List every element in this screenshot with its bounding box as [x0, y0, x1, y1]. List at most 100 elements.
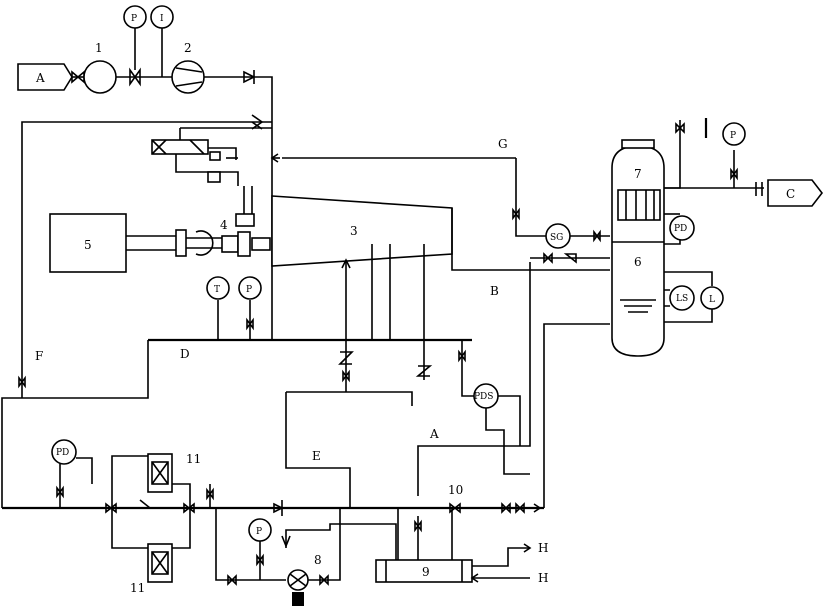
p-pump-circle [248, 518, 272, 542]
valves-bottom-right [501, 502, 525, 514]
label-d: D [180, 347, 190, 361]
label-h-bottom: H [538, 571, 548, 585]
arrow-h-bottom [470, 573, 479, 583]
cylinder-3 [271, 195, 453, 267]
arrow-drop-1 [341, 258, 351, 269]
filter-1-shape [83, 60, 117, 94]
valve-4-bottom [251, 237, 271, 251]
return-arrowhead [270, 153, 279, 163]
valve-pd-filter [56, 485, 64, 499]
label-9: 9 [422, 565, 430, 579]
regulator-box-2 [207, 171, 221, 183]
component-9-group: 9 [375, 559, 473, 583]
valve-f-left [18, 375, 26, 389]
pd-vessel-label: PD [674, 224, 687, 234]
liquid-level [620, 299, 656, 313]
solenoid-valve-block [151, 127, 272, 186]
instrument-sg: SG [545, 223, 571, 249]
valve-pds [458, 349, 466, 363]
line-pds-right [498, 395, 521, 446]
label-1: 1 [95, 41, 103, 55]
arrow-h-top [523, 543, 532, 553]
valve-pump-in [227, 574, 237, 586]
p-vessel-label: P [730, 131, 736, 141]
l-label: L [709, 295, 715, 305]
label-4: 4 [220, 218, 228, 232]
valve-p-pump [256, 553, 264, 567]
i-top-circle [150, 5, 174, 29]
check-drops [345, 340, 425, 392]
filter-11-valves [105, 502, 195, 514]
compressor-2-shape [171, 60, 205, 94]
coupling-left [175, 229, 187, 257]
solenoid-top-line [179, 127, 272, 140]
label-f: F [35, 349, 43, 363]
solenoid-cross [151, 139, 205, 155]
coupling-right [221, 235, 239, 253]
t-circle [206, 276, 230, 300]
filter-11-bottom-cross [151, 551, 169, 575]
instrument-pd-vessel: PD [669, 215, 695, 241]
instrument-i-top: I [150, 5, 174, 29]
filter-11-right-lines [172, 483, 191, 549]
label-e: E [312, 449, 321, 463]
label-b: B [490, 284, 499, 298]
line-d-down [1, 340, 149, 508]
exchanger-9-heads [385, 560, 463, 582]
inlet-a-label: A [35, 71, 45, 85]
p-top-label: P [131, 14, 137, 24]
valve-d1 [342, 369, 350, 383]
check-valve-main [273, 500, 284, 516]
motor-5-box [49, 213, 127, 273]
valve-10 [449, 502, 461, 514]
line-a [417, 262, 531, 496]
line-pump-out [308, 508, 341, 581]
arrow-pump-to-9 [281, 535, 291, 549]
p-d-circle [238, 276, 262, 300]
check-valve-2 [243, 70, 256, 84]
instrument-t: T [206, 276, 230, 300]
vessel-cap [621, 139, 655, 149]
filter-bypass [139, 499, 164, 509]
pds-label: PDS [474, 392, 493, 402]
arrow-bottom-right [533, 503, 542, 513]
line-l-bottom [664, 309, 713, 323]
label-11-bottom: 11 [130, 581, 145, 595]
valves-a-vessel [543, 252, 577, 264]
p-pump-label: P [256, 527, 262, 537]
filter-11-left-lines [111, 455, 148, 549]
label-a-line: A [429, 427, 439, 441]
valve-vent-top [675, 122, 685, 134]
sg-label: SG [550, 233, 563, 243]
rotation-arrow [195, 230, 214, 256]
valve-pump-out [319, 574, 329, 586]
component-10-group: 10 [448, 483, 463, 514]
label-7: 7 [634, 167, 642, 181]
line-return-vessel [543, 323, 610, 508]
valve-sg [593, 229, 601, 243]
line-g [515, 158, 546, 237]
label-11-top: 11 [186, 452, 201, 466]
line-pump-in [215, 508, 286, 581]
valve-top-1 [129, 67, 141, 87]
valve-4-lines [243, 186, 253, 214]
i-top-label: I [160, 14, 164, 24]
coupling-end [237, 231, 251, 257]
component-4-group: 4 [220, 186, 271, 251]
cylinder-drops [345, 244, 425, 340]
pd-filter-circle [51, 439, 77, 465]
line-pd-vessel-bottom [664, 240, 681, 245]
line-pds-down [485, 408, 530, 475]
instrument-pd-filter: PD [51, 439, 77, 465]
shaft-coupling [186, 237, 222, 249]
lines-to-9 [397, 508, 453, 560]
valve-vent-11 [206, 487, 214, 501]
label-g: G [498, 137, 508, 151]
instrument-p-top: P [123, 5, 147, 29]
component-5-group: 5 [49, 213, 127, 273]
pump-8-motor [292, 592, 304, 606]
p-top-circle [123, 5, 147, 29]
solenoid-bottom-line [175, 154, 239, 186]
line-pd-filter-right [76, 457, 93, 484]
